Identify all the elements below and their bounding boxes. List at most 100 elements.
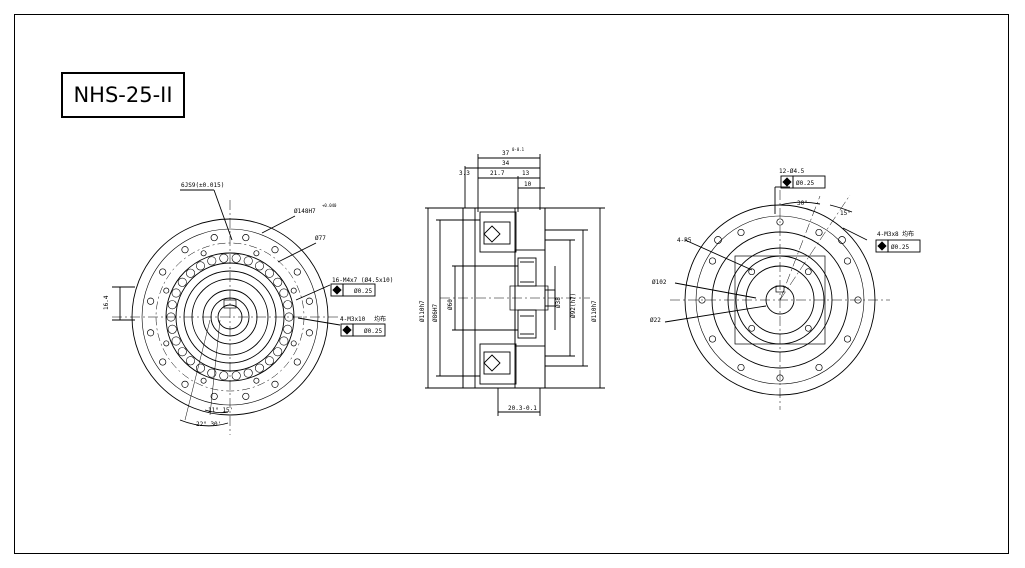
- sec-dia-left-1: Ø110h7: [419, 300, 426, 322]
- bearing-roller: [177, 347, 187, 357]
- bolt-hole: [293, 268, 301, 276]
- bearing-roller: [243, 256, 253, 266]
- tapped-hole: [290, 287, 297, 294]
- right-back-view: [664, 175, 921, 410]
- sec-width-total: 37: [502, 150, 510, 157]
- bearing-roller: [207, 256, 217, 266]
- bearing-roller: [273, 277, 283, 287]
- left-dim-keyheight: 16.4: [103, 295, 110, 310]
- right-dim-holes-a-pos: Ø0.25: [796, 180, 814, 187]
- bolt-hole: [737, 363, 745, 372]
- left-dim-keyway: 6JS9(±0.015): [181, 182, 224, 189]
- bolt-hole: [159, 268, 167, 276]
- sec-dia-60: Ø60: [447, 299, 454, 310]
- sec-width-21-7: 21.7: [490, 170, 505, 177]
- bearing-roller: [167, 300, 177, 310]
- bearing-roller: [231, 253, 241, 263]
- bearing-roller: [177, 277, 187, 287]
- bolt-hole: [843, 335, 852, 343]
- right-dim-102: Ø102: [652, 279, 667, 286]
- sec-width-13: 13: [522, 170, 530, 177]
- left-dim-bore-tol: +0.040: [322, 203, 337, 208]
- bolt-hole: [181, 246, 189, 254]
- left-dim-holes-b-pos: Ø0.25: [364, 328, 382, 335]
- bearing-roller: [171, 336, 181, 346]
- left-front-view: [112, 189, 386, 435]
- tapped-hole: [290, 340, 297, 347]
- bearing-roller: [207, 368, 217, 378]
- sec-width-bottom: 20.3-0.1: [508, 405, 537, 412]
- sec-width-34: 34: [502, 160, 510, 167]
- bolt-hole: [271, 246, 279, 254]
- bearing-roller: [255, 363, 265, 373]
- bearing-roller: [243, 368, 253, 378]
- bearing-roller: [231, 371, 241, 381]
- section-view: [425, 154, 605, 416]
- bolt-hole: [293, 358, 301, 366]
- tapped-hole: [200, 250, 207, 257]
- bolt-hole: [305, 329, 313, 337]
- bearing-roller: [273, 347, 283, 357]
- bolt-hole: [708, 257, 717, 265]
- left-dim-inner: Ø77: [315, 235, 326, 242]
- left-dim-holes-a-pos: Ø0.25: [354, 288, 372, 295]
- tapped-hole: [804, 324, 812, 332]
- left-dim-holes-b-suffix: 均布: [374, 315, 386, 323]
- sec-dia-38: Ø38: [555, 297, 562, 308]
- sec-width-total-tol: 0-0.1: [512, 147, 525, 152]
- right-dim-22: Ø22: [650, 317, 661, 324]
- edge-hole: [714, 236, 722, 244]
- bolt-hole: [242, 234, 250, 242]
- bolt-hole: [181, 380, 189, 388]
- sec-dia-left-2: Ø86H7: [432, 304, 439, 322]
- tapped-hole: [253, 377, 260, 384]
- bearing-roller: [283, 324, 293, 334]
- bearing-roller: [219, 253, 229, 263]
- bearing-roller: [171, 288, 181, 298]
- bearing-roller: [167, 324, 177, 334]
- tapped-hole: [163, 340, 170, 347]
- sec-width-10: 10: [524, 181, 532, 188]
- bolt-hole: [242, 392, 250, 400]
- bolt-hole: [708, 335, 717, 343]
- bolt-hole: [737, 228, 745, 237]
- bolt-hole: [776, 218, 784, 226]
- bolt-hole: [210, 234, 218, 242]
- bolt-hole: [815, 228, 823, 237]
- tapped-hole: [748, 268, 756, 276]
- bolt-hole: [147, 329, 155, 337]
- bearing-roller: [219, 371, 229, 381]
- bearing-roller: [279, 336, 289, 346]
- left-dim-bore: Ø148H7: [294, 208, 316, 215]
- sec-dia-right-1: Ø92(h7): [570, 293, 577, 318]
- tapped-hole: [200, 377, 207, 384]
- bolt-hole: [147, 297, 155, 305]
- tapped-hole: [253, 250, 260, 257]
- bolt-hole: [210, 392, 218, 400]
- bearing-roller: [255, 261, 265, 271]
- sec-width-3-3: 3.3: [459, 170, 470, 177]
- left-angle-1: 11° 15': [208, 407, 233, 414]
- bolt-hole: [305, 297, 313, 305]
- bearing-roller: [264, 356, 274, 366]
- right-dim-holes-a: 12-Ø4.5: [779, 168, 805, 175]
- bolt-hole: [698, 296, 706, 304]
- tapped-hole: [804, 268, 812, 276]
- right-dim-holes-b: 4-M3x8: [877, 231, 899, 238]
- bearing-roller: [264, 268, 274, 278]
- left-dim-holes-b: 4-M3x10: [340, 316, 366, 323]
- left-angle-2: 22° 30': [196, 421, 221, 428]
- right-angle-30: 30°: [797, 200, 808, 207]
- bolt-hole: [815, 363, 823, 372]
- bearing-roller: [196, 363, 206, 373]
- bearing-roller: [283, 300, 293, 310]
- right-angle-15: 15°: [840, 210, 851, 217]
- bolt-hole: [159, 358, 167, 366]
- bearing-roller: [186, 268, 196, 278]
- right-dim-r5: 4-R5: [677, 237, 692, 244]
- bolt-hole: [271, 380, 279, 388]
- tapped-hole: [163, 287, 170, 294]
- sec-dia-right-2: Ø110h7: [591, 300, 598, 322]
- edge-hole: [838, 236, 846, 244]
